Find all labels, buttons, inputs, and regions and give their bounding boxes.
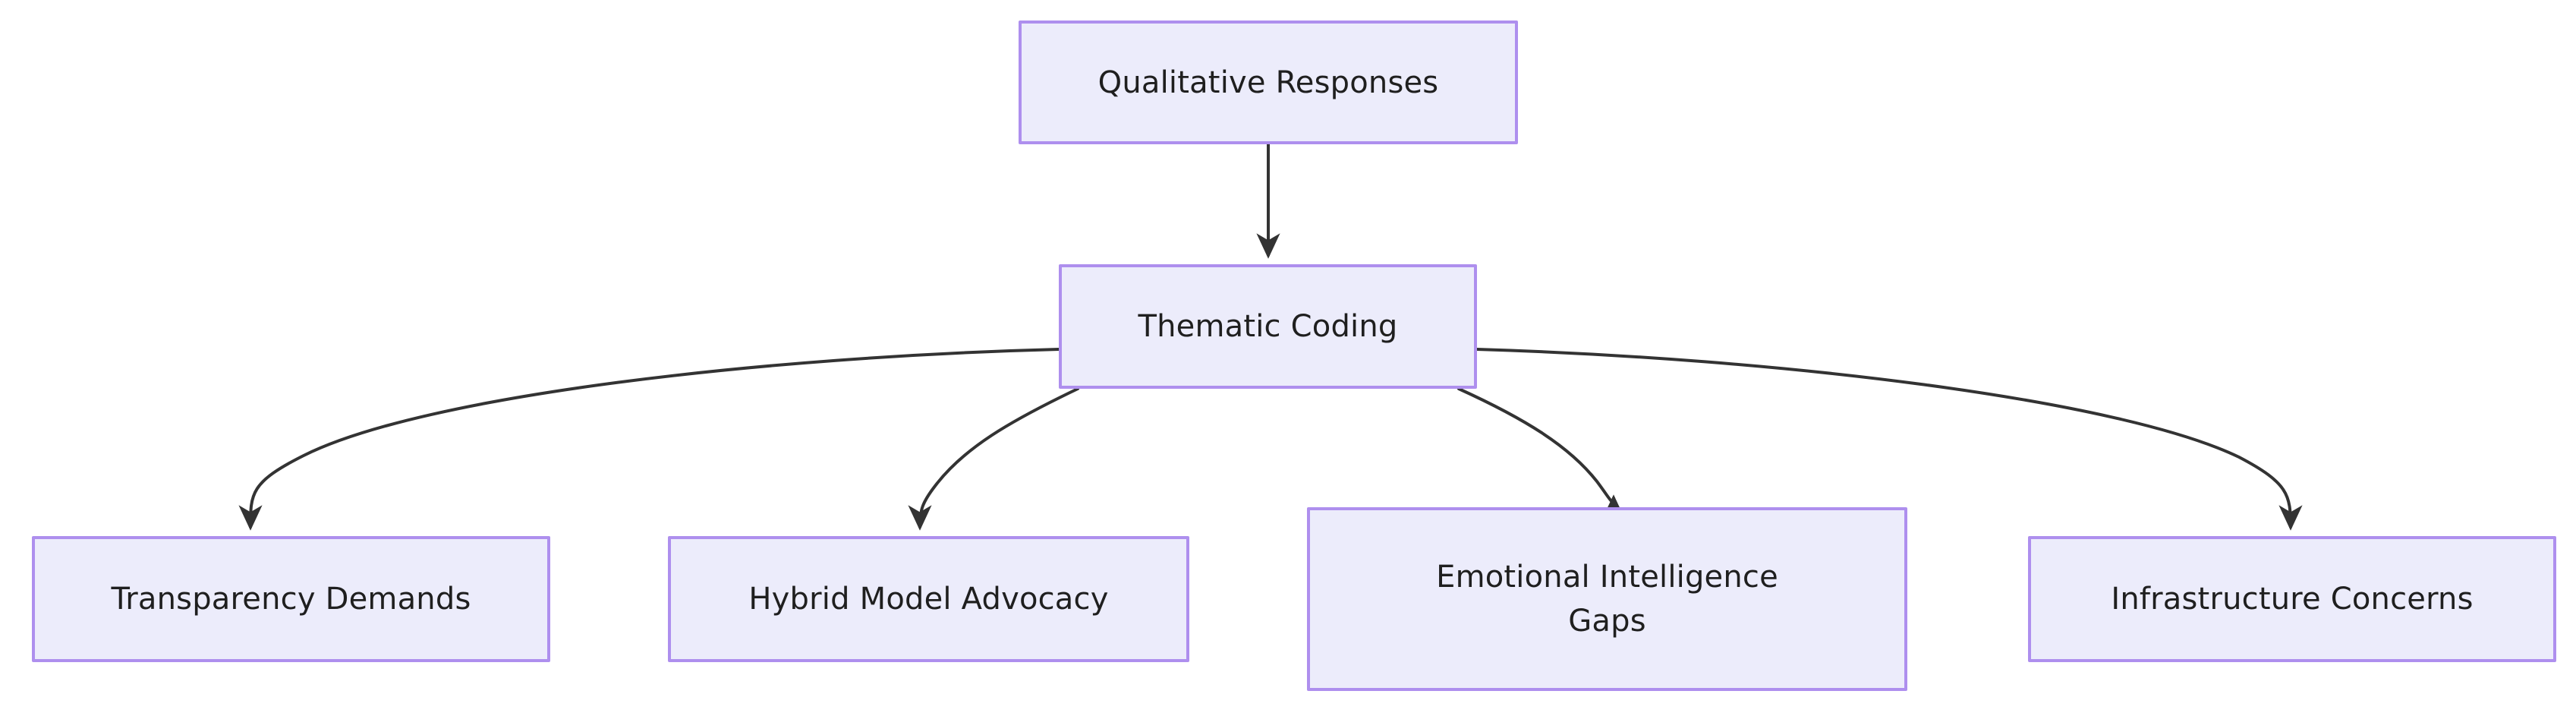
node-label: Thematic Coding [1138, 309, 1398, 344]
edge-thematic-to-emotional [1457, 387, 1626, 520]
node-label: Infrastructure Concerns [2111, 582, 2474, 617]
edge-group [238, 143, 2303, 531]
edge-thematic-to-hybrid [908, 387, 1079, 531]
node-infrastructure-concerns[interactable]: Infrastructure Concerns [2028, 536, 2556, 662]
node-label: Transparency Demands [111, 582, 471, 617]
edge-thematic-to-transparency [238, 348, 1060, 531]
node-emotional-intelligence-gaps[interactable]: Emotional Intelligence Gaps [1307, 507, 1907, 691]
node-label: Qualitative Responses [1097, 65, 1439, 100]
node-thematic-coding[interactable]: Thematic Coding [1059, 264, 1477, 389]
node-label: Hybrid Model Advocacy [748, 582, 1109, 617]
node-hybrid-model-advocacy[interactable]: Hybrid Model Advocacy [668, 536, 1189, 662]
node-transparency-demands[interactable]: Transparency Demands [32, 536, 550, 662]
node-qualitative-responses[interactable]: Qualitative Responses [1019, 21, 1518, 144]
node-label: Emotional Intelligence Gaps [1436, 560, 1778, 639]
edge-thematic-to-infrastructure [1475, 348, 2303, 531]
